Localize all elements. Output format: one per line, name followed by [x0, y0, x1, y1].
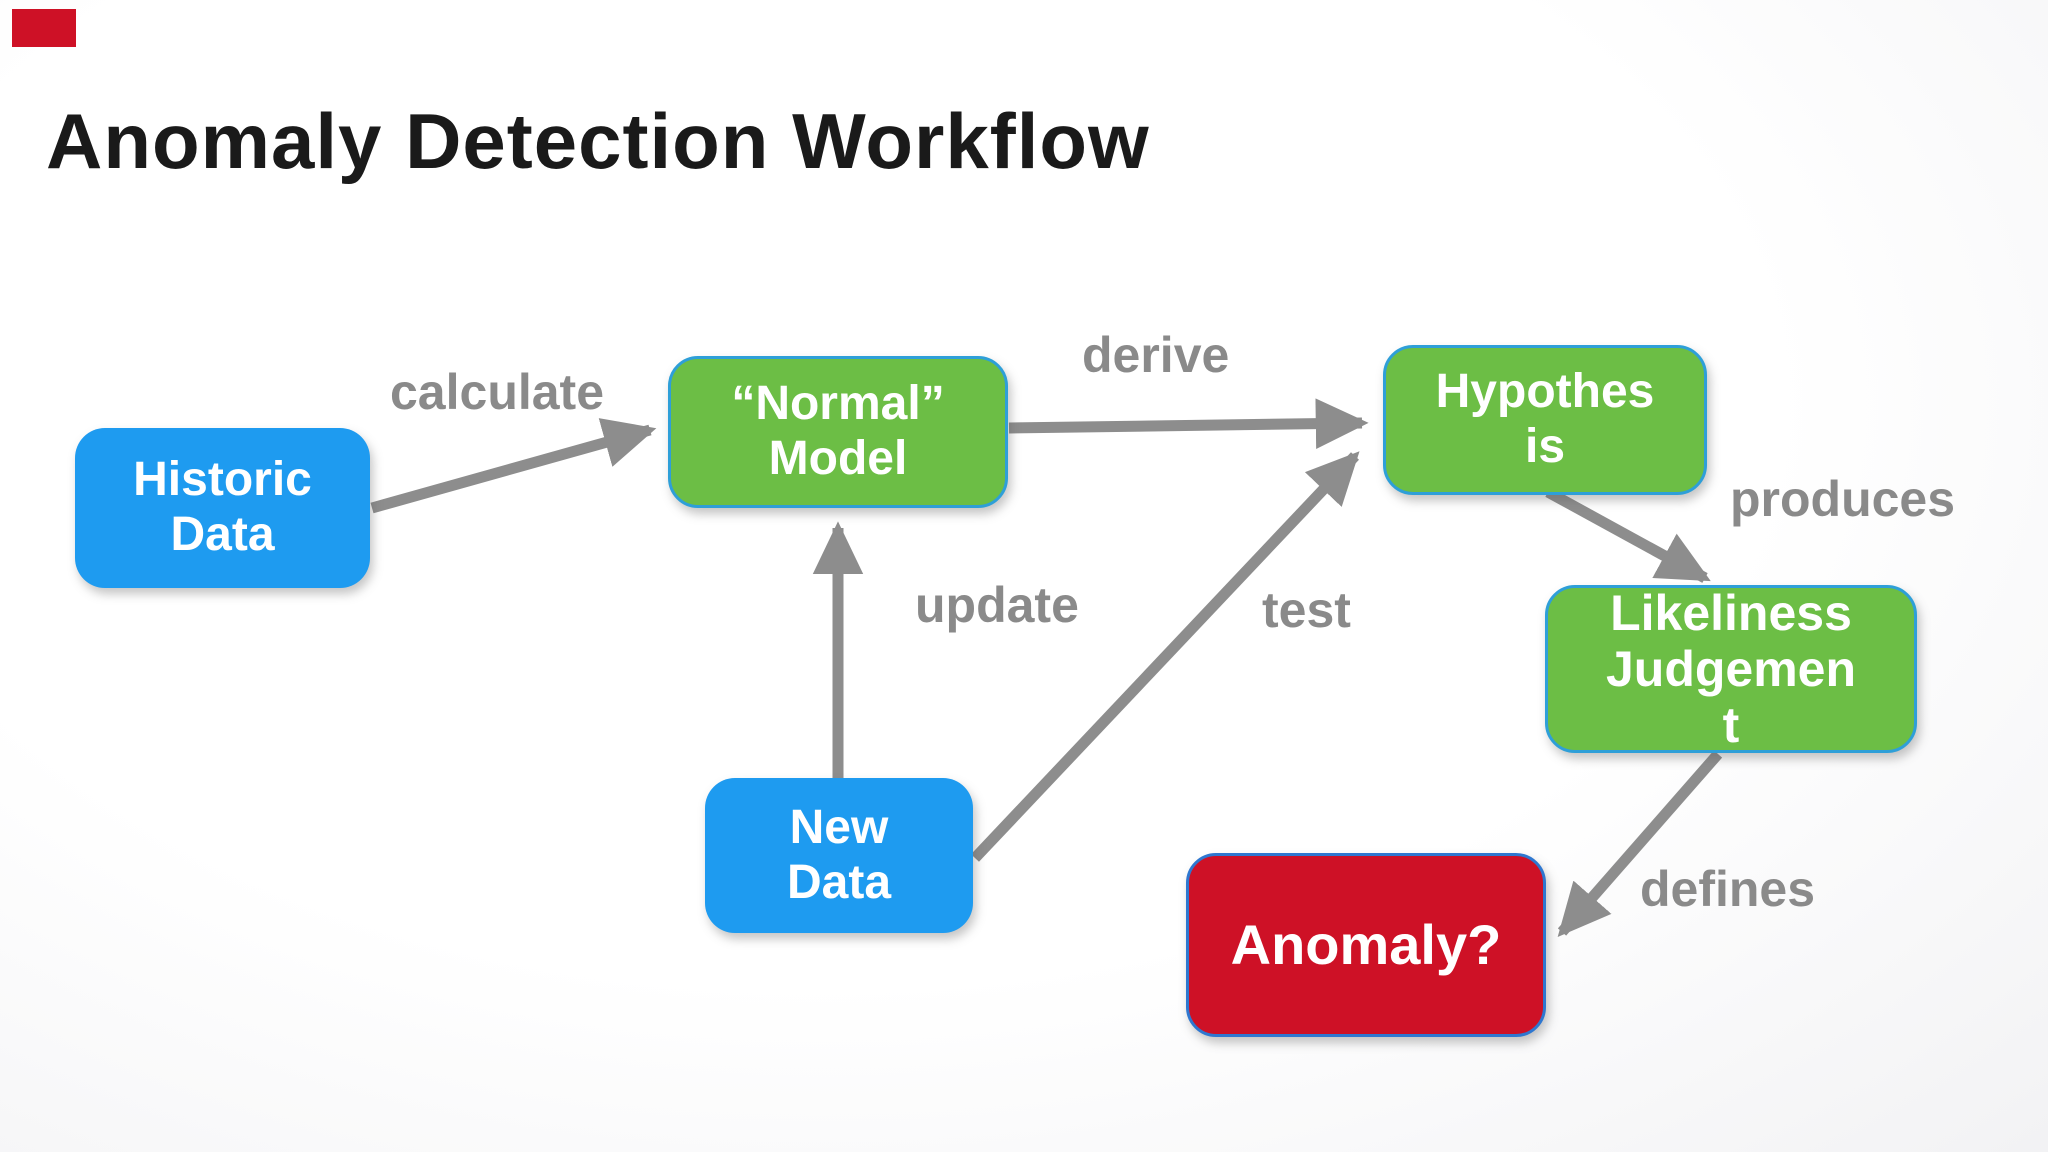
edge-calculate-label: calculate: [390, 364, 605, 420]
node-new-data: New Data: [705, 778, 973, 933]
edge-derive-label: derive: [1082, 327, 1230, 383]
edge-produces-label: produces: [1730, 471, 1956, 527]
node-anomaly: Anomaly?: [1186, 853, 1546, 1037]
node-historic-data: Historic Data: [75, 428, 370, 588]
edge-test-arrow: [971, 451, 1360, 862]
node-hypothesis: Hypothes is: [1383, 345, 1707, 495]
node-likeliness-judgement: Likeliness Judgemen t: [1545, 585, 1917, 753]
node-label-line: Judgemen: [1605, 641, 1857, 697]
edge-calculate-arrow: [370, 418, 657, 514]
node-label-line: Model: [768, 432, 908, 485]
node-label-line: New: [789, 800, 889, 854]
node-label-line: “Normal”: [731, 377, 945, 431]
node-label-line: Historic: [133, 453, 312, 507]
node-label-line: Hypothes: [1435, 365, 1655, 419]
slide-title: Anomaly Detection Workflow: [46, 97, 1150, 185]
edge-defines-label: defines: [1640, 861, 1816, 917]
node-normal-model: “Normal” Model: [668, 356, 1008, 508]
corner-red-mark: [12, 9, 76, 47]
node-label-line: Data: [786, 855, 892, 909]
edge-test-label: test: [1262, 582, 1351, 638]
node-label-line: Anomaly?: [1230, 913, 1502, 977]
node-label-line: Data: [170, 508, 275, 561]
node-label-line: Likeliness: [1610, 585, 1852, 641]
edge-update-label: update: [915, 577, 1079, 633]
edge-defines-arrow: [1557, 750, 1723, 937]
edge-produces-arrow: [1545, 487, 1711, 583]
node-label-line: is: [1524, 420, 1566, 473]
edge-derive-arrow: [1008, 398, 1369, 449]
node-label-line: t: [1722, 697, 1740, 753]
